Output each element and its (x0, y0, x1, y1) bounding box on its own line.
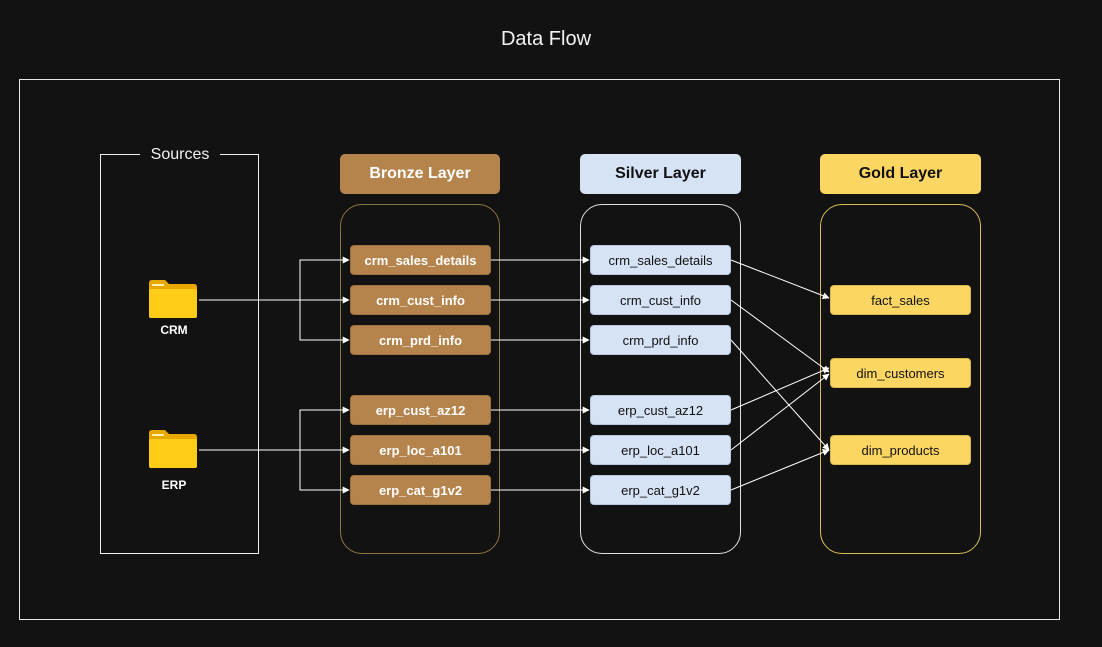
arrow-erp-to-bronze-cat (299, 450, 350, 494)
silver-node-erp-cat-g1v2[interactable]: erp_cat_g1v2 (590, 475, 731, 505)
gold-layer-header: Gold Layer (820, 154, 981, 194)
arrow-silver-gold-custaz (730, 367, 830, 411)
arrow-silver-gold-prdinfo (730, 339, 830, 451)
bronze-node-erp-cat-g1v2[interactable]: erp_cat_g1v2 (350, 475, 491, 505)
silver-node-crm-sales-details[interactable]: crm_sales_details (590, 245, 731, 275)
bronze-node-crm-prd-info[interactable]: crm_prd_info (350, 325, 491, 355)
gold-node-dim-customers[interactable]: dim_customers (830, 358, 971, 388)
bronze-node-crm-cust-info[interactable]: crm_cust_info (350, 285, 491, 315)
bronze-layer-header: Bronze Layer (340, 154, 500, 194)
folder-icon (149, 430, 197, 468)
silver-node-erp-cust-az12[interactable]: erp_cust_az12 (590, 395, 731, 425)
arrow-crm-to-bronze-sales (199, 256, 350, 301)
silver-node-crm-cust-info[interactable]: crm_cust_info (590, 285, 731, 315)
arrow-silver-gold-custinfo (730, 299, 830, 373)
silver-layer-header: Silver Layer (580, 154, 741, 194)
silver-node-crm-prd-info[interactable]: crm_prd_info (590, 325, 731, 355)
bronze-layer-container (340, 204, 500, 554)
silver-layer-container (580, 204, 741, 554)
gold-node-fact-sales[interactable]: fact_sales (830, 285, 971, 315)
folder-icon (149, 280, 197, 318)
bronze-node-erp-loc-a101[interactable]: erp_loc_a101 (350, 435, 491, 465)
bronze-node-erp-cust-az12[interactable]: erp_cust_az12 (350, 395, 491, 425)
canvas-frame (19, 79, 1060, 620)
diagram-title: Data Flow (500, 28, 592, 50)
gold-layer-container (820, 204, 981, 554)
arrow-silver-gold-cat (730, 449, 830, 491)
arrow-silver-gold-loc (730, 373, 830, 451)
arrow-silver-gold-sales (730, 259, 830, 299)
source-label-crm: CRM (160, 323, 188, 337)
source-label-erp: ERP (161, 478, 187, 492)
arrow-erp-to-bronze-cust (199, 406, 350, 451)
silver-node-erp-loc-a101[interactable]: erp_loc_a101 (590, 435, 731, 465)
sources-label: Sources (140, 146, 220, 164)
bronze-node-crm-sales-details[interactable]: crm_sales_details (350, 245, 491, 275)
arrow-crm-to-bronze-prd (299, 300, 350, 344)
gold-node-dim-products[interactable]: dim_products (830, 435, 971, 465)
